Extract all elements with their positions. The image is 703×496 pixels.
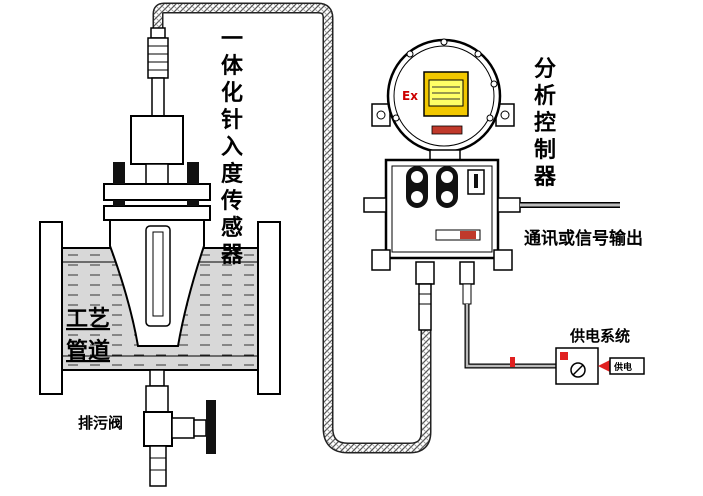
- process-pipe-label-1: 工艺: [66, 306, 110, 332]
- power-system-label: 供电系统: [569, 327, 630, 345]
- process-pipe: [39, 221, 281, 395]
- controller-label-text: 分析控制器: [533, 57, 557, 190]
- braided-cable: [152, 2, 432, 454]
- fuse-marker: [510, 357, 515, 367]
- drain-valve: [143, 369, 216, 487]
- drain-valve-label: 排污阀: [78, 414, 123, 432]
- controller-label: 分析控制器: [533, 57, 557, 190]
- sensor-label-text: 一体化针入度传感器: [220, 27, 244, 268]
- power-cable: [464, 304, 556, 369]
- sensor-label: 一体化针入度传感器: [220, 27, 244, 268]
- power-supply-box: [555, 347, 645, 385]
- penetration-sensor: [103, 27, 211, 347]
- process-pipe-label-2: 管道: [66, 338, 110, 364]
- comm-output-label: 通讯或信号输出: [524, 228, 643, 249]
- analysis-controller: [363, 38, 521, 331]
- ex-mark: Ex: [402, 89, 418, 103]
- power-tag-label: 供电: [613, 361, 632, 373]
